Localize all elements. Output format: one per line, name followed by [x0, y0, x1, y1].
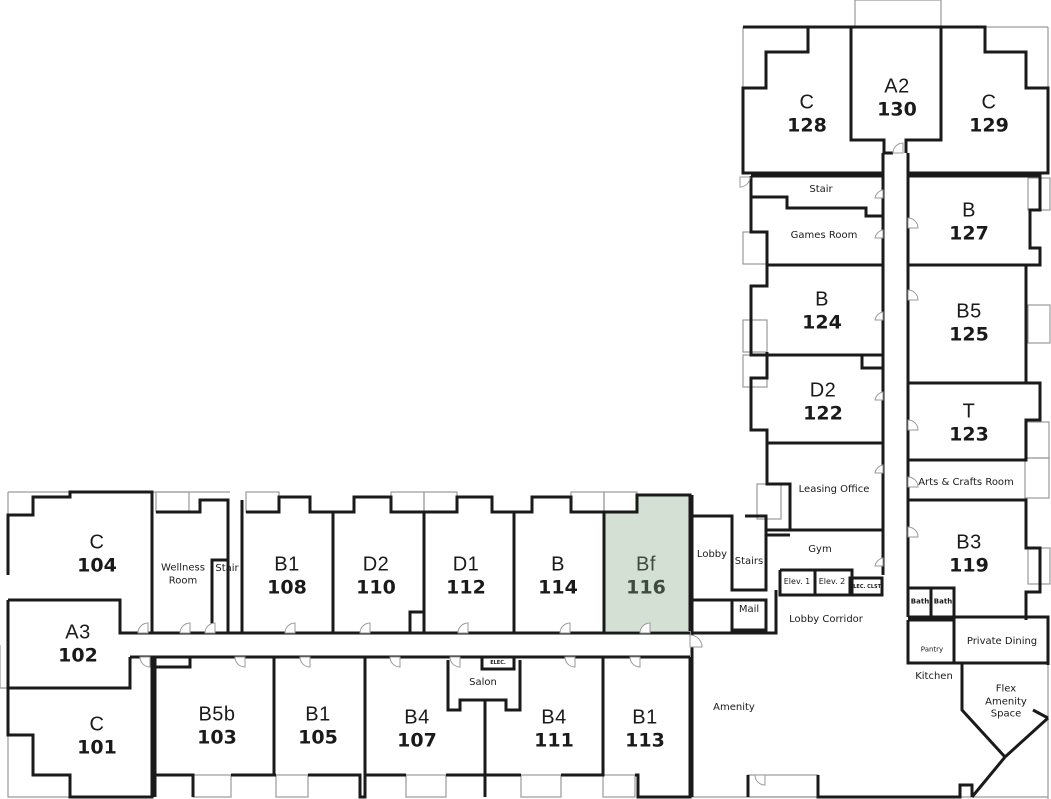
unit-number: 128 [787, 114, 827, 137]
unit-type: C [89, 531, 105, 554]
east-amenity-walls [906, 540, 1050, 798]
room-flex-amenity[interactable]: Flex Amenity Space [985, 683, 1027, 720]
unit-type: D2 [809, 379, 837, 402]
unit-number: 111 [534, 729, 574, 752]
unit-number: 101 [77, 736, 117, 759]
room-stair-north: Stair [809, 183, 833, 195]
unit-type: D2 [362, 553, 390, 576]
room-stair-west: Stair [215, 562, 239, 574]
unit-type: B1 [305, 703, 331, 726]
unit-number: 113 [625, 729, 665, 752]
unit-type: B4 [541, 706, 567, 729]
unit-number: 125 [949, 323, 989, 346]
room-kitchen: Kitchen [915, 670, 953, 682]
unit-number: 103 [197, 726, 237, 749]
room-lobby[interactable]: Lobby [696, 548, 728, 560]
room-elevator-2[interactable]: Elev. 2 [818, 577, 846, 586]
unit-type: B [551, 553, 565, 576]
unit-type: B4 [404, 706, 430, 729]
room-games-room[interactable]: Games Room [790, 229, 858, 241]
unit-type: B5b [198, 703, 236, 726]
room-bath-2: Bath [933, 597, 953, 606]
north-wing-walls [741, 25, 1050, 620]
unit-type: B [962, 199, 976, 222]
room-arts-crafts[interactable]: Arts & Crafts Room [918, 476, 1014, 488]
room-mail[interactable]: Mail [738, 603, 760, 615]
room-leasing-office[interactable]: Leasing Office [798, 483, 870, 495]
unit-type: B1 [274, 553, 300, 576]
unit-number: 129 [969, 114, 1009, 137]
unit-type: A2 [884, 75, 910, 98]
unit-number: 124 [802, 311, 842, 334]
unit-number: 114 [538, 576, 578, 599]
unit-type: C [799, 91, 815, 114]
unit-number: 110 [356, 576, 396, 599]
west-wing-south-walls [6, 655, 974, 799]
room-salon[interactable]: Salon [469, 676, 497, 688]
room-bath-1: Bath [910, 597, 930, 606]
room-elec-closet: ELEC. CLST. [849, 583, 883, 590]
room-stairs: Stairs [734, 555, 764, 567]
door-swings [137, 142, 919, 786]
unit-number: 105 [298, 726, 338, 749]
unit-number: 104 [77, 554, 117, 577]
room-wellness[interactable]: Wellness Room [161, 562, 205, 587]
unit-type: D1 [452, 553, 480, 576]
unit-number: 119 [949, 554, 989, 577]
unit-number: 123 [949, 423, 989, 446]
room-elec: ELEC. [490, 659, 506, 666]
unit-number: 102 [58, 644, 98, 667]
room-pantry: Pantry [920, 645, 944, 654]
unit-type: B5 [956, 300, 982, 323]
room-private-dining[interactable]: Private Dining [966, 635, 1038, 647]
room-gym[interactable]: Gym [808, 543, 832, 555]
room-lobby-corridor: Lobby Corridor [789, 613, 863, 625]
room-elevator-1[interactable]: Elev. 1 [783, 577, 811, 586]
lobby-area-walls [690, 495, 884, 797]
unit-116-fill [604, 495, 690, 631]
unit-type: C [89, 713, 105, 736]
unit-type: T [962, 400, 976, 423]
west-wing-north-walls [6, 490, 692, 688]
unit-type: C [981, 91, 997, 114]
unit-number: 122 [803, 402, 843, 425]
unit-type: B [815, 288, 829, 311]
unit-number: 107 [397, 729, 437, 752]
unit-number: 127 [949, 222, 989, 245]
unit-number: 116 [626, 576, 666, 599]
unit-type: B3 [956, 531, 982, 554]
unit-type: A3 [65, 621, 91, 644]
unit-number: 112 [446, 576, 486, 599]
unit-type: B1 [632, 706, 658, 729]
unit-type: Bf [636, 553, 656, 576]
room-amenity[interactable]: Amenity [713, 701, 755, 713]
unit-number: 108 [267, 576, 307, 599]
unit-number: 130 [877, 98, 917, 121]
